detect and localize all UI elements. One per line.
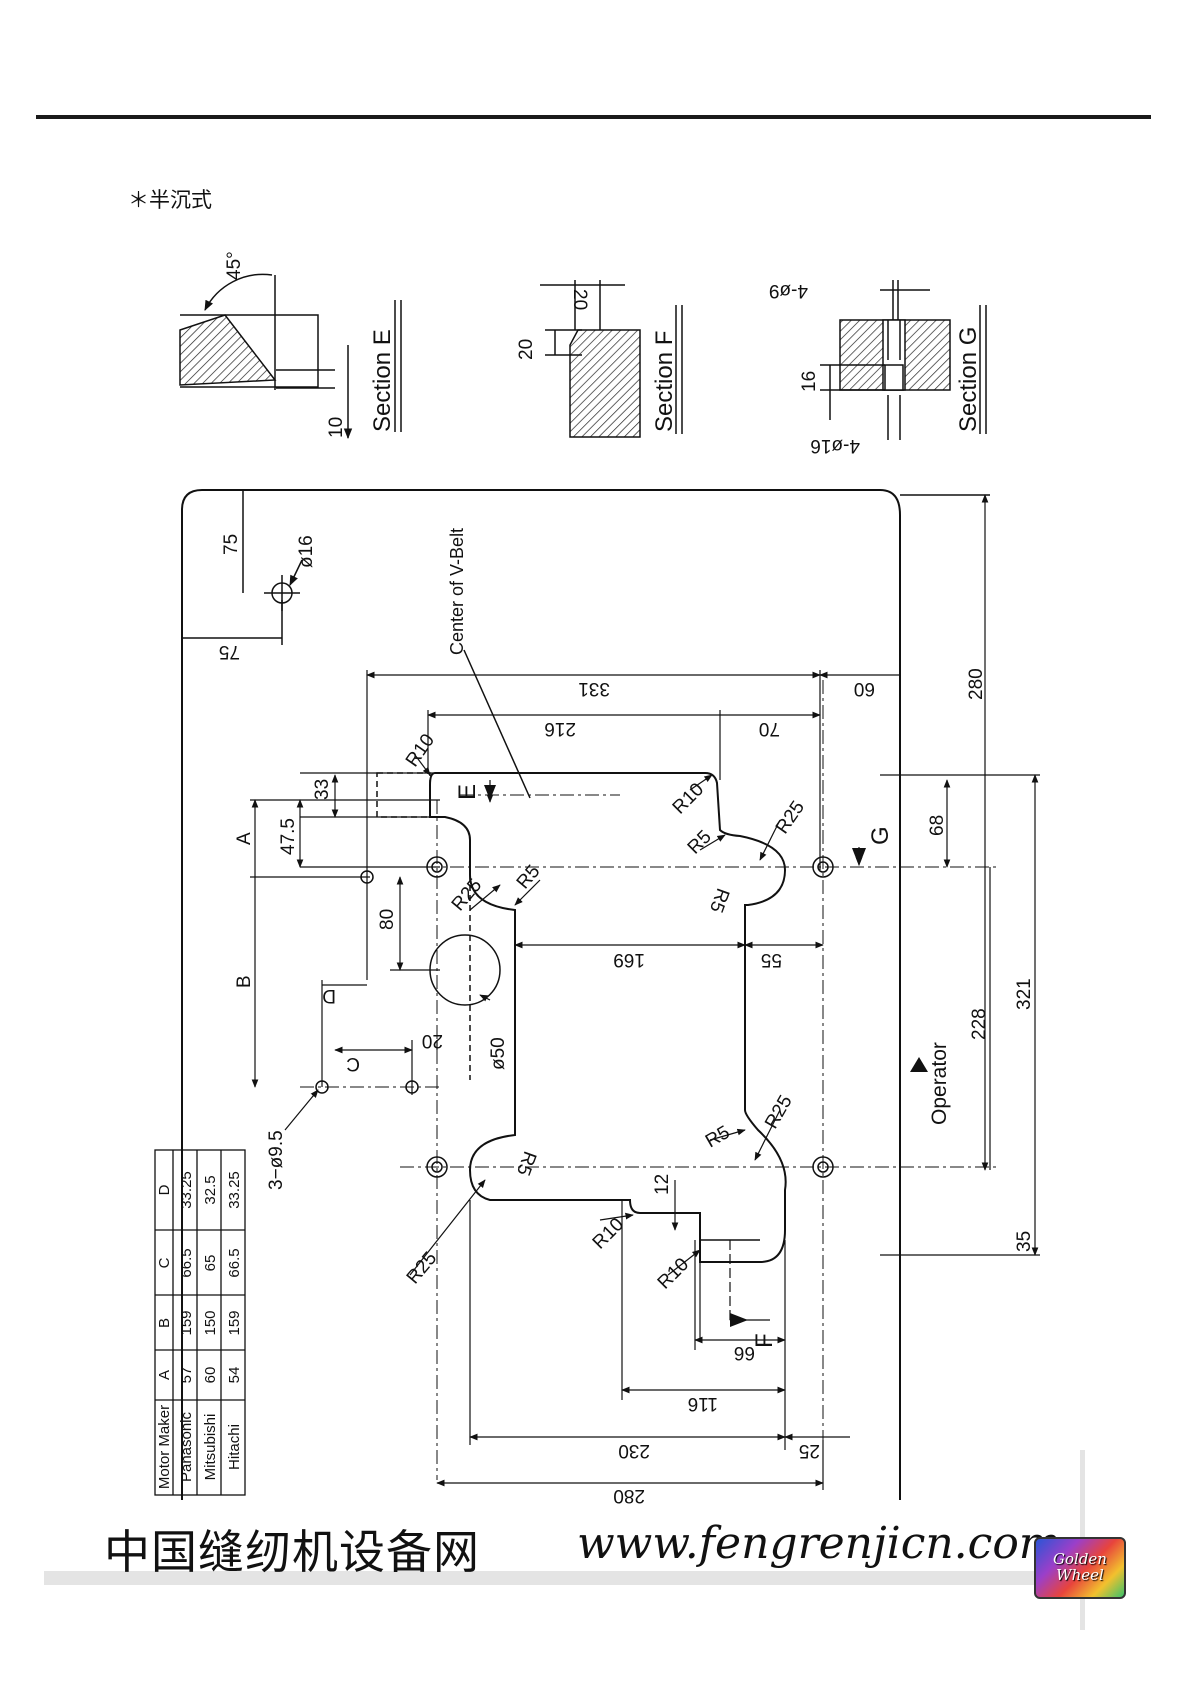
table-cell: 66.5 xyxy=(226,1248,243,1277)
table-header-c: C xyxy=(156,1257,173,1268)
marker-e-arrow-icon xyxy=(484,785,496,800)
dim-280-right: 280 xyxy=(966,668,987,700)
table-cell: 32.5 xyxy=(202,1175,219,1204)
dim-321: 321 xyxy=(1014,978,1035,1010)
golden-wheel-logo: Golden Wheel xyxy=(1034,1537,1126,1599)
dim-68: 68 xyxy=(927,815,948,836)
section-f-title: Section F xyxy=(651,331,678,432)
section-e-angle: 45° xyxy=(224,251,245,280)
table-cell: 33.25 xyxy=(226,1171,243,1209)
dim-33: 33 xyxy=(312,779,333,800)
dim-169: 169 xyxy=(613,949,645,970)
table-cell: 150 xyxy=(202,1310,219,1335)
section-e-depth: 10 xyxy=(326,417,347,438)
radius-r5a: R5 xyxy=(684,827,716,859)
dim-35: 35 xyxy=(1014,1231,1035,1252)
dim-80: 80 xyxy=(377,909,398,930)
section-f-side: 20 xyxy=(516,339,537,360)
table-cell: Mitsubishi xyxy=(202,1414,219,1481)
machine-cutout xyxy=(429,772,787,1263)
dim-60: 60 xyxy=(854,678,875,699)
marker-f: F xyxy=(751,1333,778,1348)
dim-75-side: 75 xyxy=(219,641,240,662)
table-cell: 66.5 xyxy=(178,1248,195,1277)
section-e-detail xyxy=(179,273,402,440)
dim-16: ø16 xyxy=(296,535,317,568)
v-belt-label: Center of V-Belt xyxy=(447,528,467,655)
section-g-depth: 16 xyxy=(799,371,820,392)
radius-r25c: R25 xyxy=(761,1092,797,1133)
dim-216: 216 xyxy=(544,718,576,739)
dim-230: 230 xyxy=(618,1440,650,1461)
radius-r5b: R5 xyxy=(705,885,733,915)
dim-20: 20 xyxy=(422,1030,443,1051)
table-cell: 65 xyxy=(202,1255,219,1272)
radius-r25d: R25 xyxy=(403,1248,441,1288)
dim-b: B xyxy=(234,975,255,988)
radius-r5c: R5 xyxy=(513,861,545,893)
table-cell: 57 xyxy=(178,1367,195,1384)
v-belt-leader xyxy=(463,649,531,799)
radius-r5d: R5 xyxy=(702,1122,734,1152)
radius-r5e: R5 xyxy=(512,1148,540,1178)
section-g-detail xyxy=(820,280,987,440)
dim-70: 70 xyxy=(759,718,780,739)
belt-slot-hidden xyxy=(376,772,431,818)
footer-band xyxy=(44,1571,1044,1585)
section-f-top: 20 xyxy=(569,289,590,310)
marker-e: E xyxy=(454,784,481,800)
radius-r10b: R10 xyxy=(669,779,708,818)
table-cell: 33.25 xyxy=(178,1171,195,1209)
dim-50: ø50 xyxy=(488,1037,509,1070)
dim-228: 228 xyxy=(969,1008,990,1040)
operator-label: Operator xyxy=(928,1042,951,1125)
dim-280-bottom: 280 xyxy=(613,1485,645,1506)
section-g-hole-top: 4-ø9 xyxy=(769,280,808,301)
marker-f-arrow-icon xyxy=(730,1313,748,1327)
dim-331: 331 xyxy=(578,678,610,699)
radius-r25a: R25 xyxy=(772,797,809,838)
table-cell: 159 xyxy=(226,1310,243,1335)
section-e-title: Section E xyxy=(369,329,396,432)
table-outline xyxy=(181,489,990,1500)
marker-g: G xyxy=(867,826,894,845)
table-header-maker: Motor Maker xyxy=(156,1405,173,1489)
dim-c: C xyxy=(346,1053,360,1074)
table-cell: Hitachi xyxy=(226,1424,243,1470)
dim-66: 66 xyxy=(734,1342,755,1363)
page-subtitle: ＊半沉式 xyxy=(128,188,212,212)
hole-spec: 3−ø9.5 xyxy=(266,1130,287,1190)
dim-47-5: 47.5 xyxy=(278,818,299,855)
top-rule xyxy=(36,115,1151,119)
dim-12: 12 xyxy=(652,1174,673,1195)
table-cell: Panasonic xyxy=(178,1411,195,1482)
table-cell: 54 xyxy=(226,1367,243,1384)
logo-text: Golden Wheel xyxy=(1053,1550,1107,1584)
table-cell: 60 xyxy=(202,1367,219,1384)
dim-a: A xyxy=(234,832,255,845)
table-header-d: D xyxy=(156,1184,173,1195)
footer-site-name: 中国缝纫机设备网 xyxy=(104,1525,480,1579)
table-cell: 159 xyxy=(178,1310,195,1335)
dim-d: D xyxy=(322,985,336,1006)
dim-25: 25 xyxy=(799,1440,820,1461)
table-header-b: B xyxy=(156,1318,173,1328)
section-f-detail xyxy=(540,280,683,438)
dim-116: 116 xyxy=(688,1393,718,1414)
radius-r10a: R10 xyxy=(402,730,439,771)
dim-55: 55 xyxy=(761,949,782,970)
table-header-a: A xyxy=(156,1370,173,1380)
marker-g-arrow-icon xyxy=(852,848,866,866)
operator-arrow-icon xyxy=(910,1057,928,1072)
mounting-holes xyxy=(315,856,834,1178)
section-g-title: Section G xyxy=(955,327,982,432)
footer-url[interactable]: www.fengrenjicn.com xyxy=(577,1518,1061,1569)
section-g-hole-bottom: 4-ø16 xyxy=(810,435,860,456)
corner-hole-detail xyxy=(182,490,303,645)
radius-r25b: R25 xyxy=(448,875,486,915)
dim-75-top: 75 xyxy=(221,534,242,555)
motor-table: Motor Maker A B C D Panasonic 57 159 66.… xyxy=(154,1149,246,1496)
